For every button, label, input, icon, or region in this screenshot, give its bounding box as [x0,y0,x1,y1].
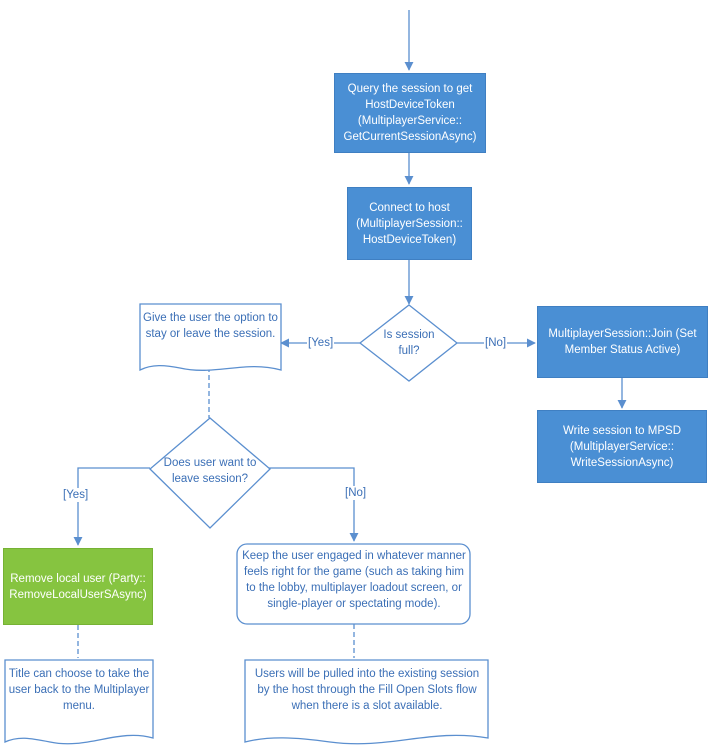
document-fill-slots-text: Users will be pulled into the existing s… [254,668,480,712]
edge-leave-no [269,467,359,542]
process-join: MultiplayerSession::Join (Set Member Sta… [537,306,708,378]
process-connect-host: Connect to host (MultiplayerSession:: Ho… [347,187,472,260]
process-connect-host-text: Connect to host (MultiplayerSession:: Ho… [356,201,463,246]
edge-label-leave-yes: [Yes] [62,488,90,502]
process-write-mpsd-text: Write session to MPSD (MultiplayerServic… [562,424,681,469]
document-fill-slots-shape [244,659,489,745]
document-option-text: Give the user the option to stay or leav… [143,312,278,340]
edge-leave-yes [73,467,150,546]
process-query-session: Query the session to get HostDeviceToken… [334,73,486,153]
document-title-back-text: Title can choose to take the user back t… [8,668,150,712]
document-option-shape [139,303,282,372]
edge-label-full-no: [No] [484,336,508,350]
process-keep-engaged-shape [236,543,471,625]
document-title-back-shape [4,659,154,745]
edge-label-leave-no: [No] [344,486,368,500]
process-remove-local-user: Remove local user (Party:: RemoveLocalUs… [3,548,153,625]
decision-is-session-full [358,304,459,382]
decision-leave-session [149,417,271,529]
decision-is-session-full-text: Is session full? [383,329,435,357]
process-remove-local-user-text: Remove local user (Party:: RemoveLocalUs… [9,572,147,601]
decision-leave-session-text: Does user want to leave session? [163,457,257,485]
process-write-mpsd: Write session to MPSD (MultiplayerServic… [537,410,707,483]
process-join-text: MultiplayerSession::Join (Set Member Sta… [548,328,697,356]
process-query-session-text: Query the session to get HostDeviceToken… [343,83,477,143]
edge-label-full-yes: [Yes] [307,336,335,350]
process-keep-engaged-text: Keep the user engaged in whatever manner… [242,550,466,610]
